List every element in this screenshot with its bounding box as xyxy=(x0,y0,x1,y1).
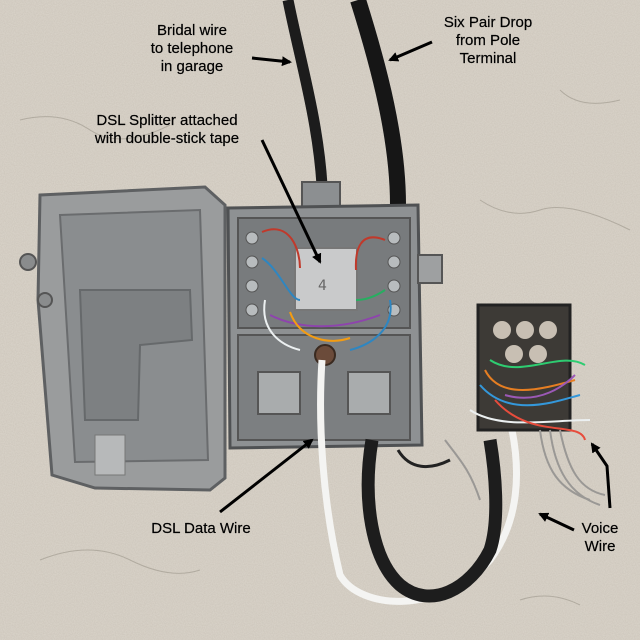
annotation-arrows xyxy=(219,40,612,532)
wall-cracks xyxy=(19,89,631,606)
voice-black-cable xyxy=(361,438,503,603)
label-dsl-splitter: DSL Splitter attached with double-stick … xyxy=(94,112,240,147)
svg-text:4: 4 xyxy=(318,278,327,294)
main-box-wiring xyxy=(261,228,392,351)
label-six-pair-drop: Six Pair Drop from Pole Terminal xyxy=(443,14,533,67)
nid-open-door xyxy=(19,185,227,492)
arrow-bridal-wire xyxy=(251,56,292,67)
voice-wire-bundle xyxy=(444,429,606,506)
arrow-six-pair-drop xyxy=(388,40,433,62)
arrow-voice-wire-lower xyxy=(538,512,575,532)
label-voice-wire: Voice Wire xyxy=(581,520,619,555)
nid-box-body: 4 xyxy=(226,181,443,450)
junction-box xyxy=(476,303,572,432)
arrow-voice-wire-upper xyxy=(590,442,612,509)
arrow-dsl-data-wire xyxy=(219,438,314,514)
arrow-dsl-splitter xyxy=(260,139,322,264)
dsl-splitter-device xyxy=(294,247,358,311)
label-dsl-data-wire: DSL Data Wire xyxy=(151,520,251,537)
six-pair-drop-cable xyxy=(350,0,406,206)
junction-box-wiring xyxy=(469,359,591,441)
label-bridal-wire: Bridal wire to telephone in garage xyxy=(150,22,234,75)
dsl-data-wire-cable xyxy=(317,359,521,605)
bridal-wire-cable xyxy=(282,0,328,186)
